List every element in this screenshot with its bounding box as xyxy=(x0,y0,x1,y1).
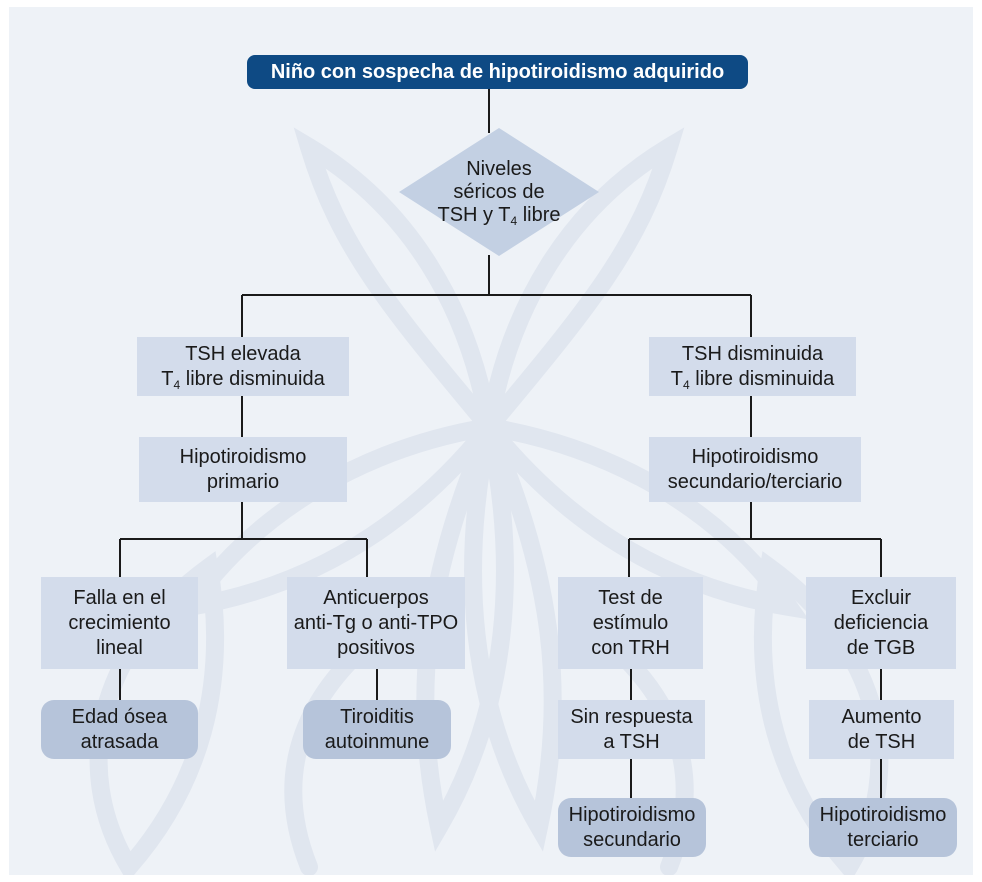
decision-diamond xyxy=(399,128,599,256)
thyroiditis-line-2: autoinmune xyxy=(324,730,430,753)
root-node: Niño con sospecha de hipotiroidismo adqu… xyxy=(247,55,748,89)
thyroiditis-node: Tiroiditis autoinmune xyxy=(303,700,451,759)
connector-lines xyxy=(119,89,882,798)
flowchart-panel: Niño con sospecha de hipotiroidismo adqu… xyxy=(9,7,973,875)
trh-test-node: Test de estímulo con TRH xyxy=(558,577,703,669)
tgb-line-2: deficiencia xyxy=(833,611,929,634)
primary-line-1: Hipotiroidismo xyxy=(179,445,307,468)
sec-ter-line-1: Hipotiroidismo xyxy=(691,445,819,468)
decision-line-2: séricos de xyxy=(453,180,545,203)
secondary-hypothyroidism-node: Hipotiroidismo secundario xyxy=(558,798,706,857)
decision-line-3-sub: 4 xyxy=(510,213,518,228)
decision-line-3-post: libre xyxy=(517,203,561,226)
secondary-line-2: secundario xyxy=(583,828,681,851)
decision-line-3: TSH y T4 libre xyxy=(437,204,560,227)
left-lab-node: TSH elevada T4 libre disminuida xyxy=(137,337,349,396)
tertiary-line-1: Hipotiroidismo xyxy=(819,803,947,826)
trh-line-2: estímulo xyxy=(592,611,669,634)
secondary-tertiary-node: Hipotiroidismo secundario/terciario xyxy=(649,437,861,502)
left-lab-line-2-sub: 4 xyxy=(173,377,181,392)
primary-hypothyroidism-node: Hipotiroidismo primario xyxy=(139,437,347,502)
trh-line-1: Test de xyxy=(598,586,663,609)
decision-node: Niveles séricos de TSH y T4 libre xyxy=(419,149,579,235)
growth-failure-node: Falla en el crecimiento lineal xyxy=(41,577,198,669)
tertiary-line-2: terciario xyxy=(847,828,919,851)
tertiary-hypothyroidism-node: Hipotiroidismo terciario xyxy=(809,798,957,857)
exclude-tgb-node: Excluir deficiencia de TGB xyxy=(806,577,956,669)
right-lab-line-2: T4 libre disminuida xyxy=(671,367,834,392)
no-response-line-2: a TSH xyxy=(603,730,660,753)
root-label: Niño con sospecha de hipotiroidismo adqu… xyxy=(270,60,725,83)
tgb-line-1: Excluir xyxy=(850,586,911,609)
bone-age-line-2: atrasada xyxy=(80,730,159,753)
thyroiditis-line-1: Tiroiditis xyxy=(340,705,414,728)
growth-line-1: Falla en el xyxy=(73,586,166,609)
right-lab-line-2-post: libre disminuida xyxy=(689,367,835,390)
decision-line-3-pre: TSH y T xyxy=(437,203,511,226)
right-lab-line-2-sub: 4 xyxy=(683,377,690,392)
left-lab-line-2: T4 libre disminuida xyxy=(161,367,324,392)
no-response-line-1: Sin respuesta xyxy=(570,705,693,728)
antibodies-line-3: positivos xyxy=(337,636,415,659)
growth-line-3: lineal xyxy=(96,636,143,659)
right-lab-line-2-pre: T xyxy=(670,367,683,390)
left-lab-line-1: TSH elevada xyxy=(185,342,301,365)
antibodies-line-2: anti-Tg o anti-TPO xyxy=(293,611,459,634)
no-response-node: Sin respuesta a TSH xyxy=(558,700,705,759)
left-lab-line-2-post: libre disminuida xyxy=(180,367,325,390)
bone-age-line-1: Edad ósea xyxy=(71,705,168,728)
left-lab-line-2-pre: T xyxy=(161,367,174,390)
bone-age-node: Edad ósea atrasada xyxy=(41,700,198,759)
tsh-increase-line-1: Aumento xyxy=(841,705,922,728)
right-lab-line-1: TSH disminuida xyxy=(681,342,824,365)
trh-line-3: con TRH xyxy=(591,636,670,659)
antibodies-line-1: Anticuerpos xyxy=(323,586,429,609)
secondary-line-1: Hipotiroidismo xyxy=(568,803,696,826)
decision-line-1: Niveles xyxy=(466,157,532,180)
sec-ter-line-2: secundario/terciario xyxy=(667,470,843,493)
tgb-line-3: de TGB xyxy=(846,636,916,659)
primary-line-2: primario xyxy=(206,470,280,493)
tsh-increase-node: Aumento de TSH xyxy=(809,700,954,759)
antibodies-node: Anticuerpos anti-Tg o anti-TPO positivos xyxy=(287,577,465,669)
tsh-increase-line-2: de TSH xyxy=(847,730,916,753)
growth-line-2: crecimiento xyxy=(68,611,171,634)
right-lab-node: TSH disminuida T4 libre disminuida xyxy=(649,337,856,396)
